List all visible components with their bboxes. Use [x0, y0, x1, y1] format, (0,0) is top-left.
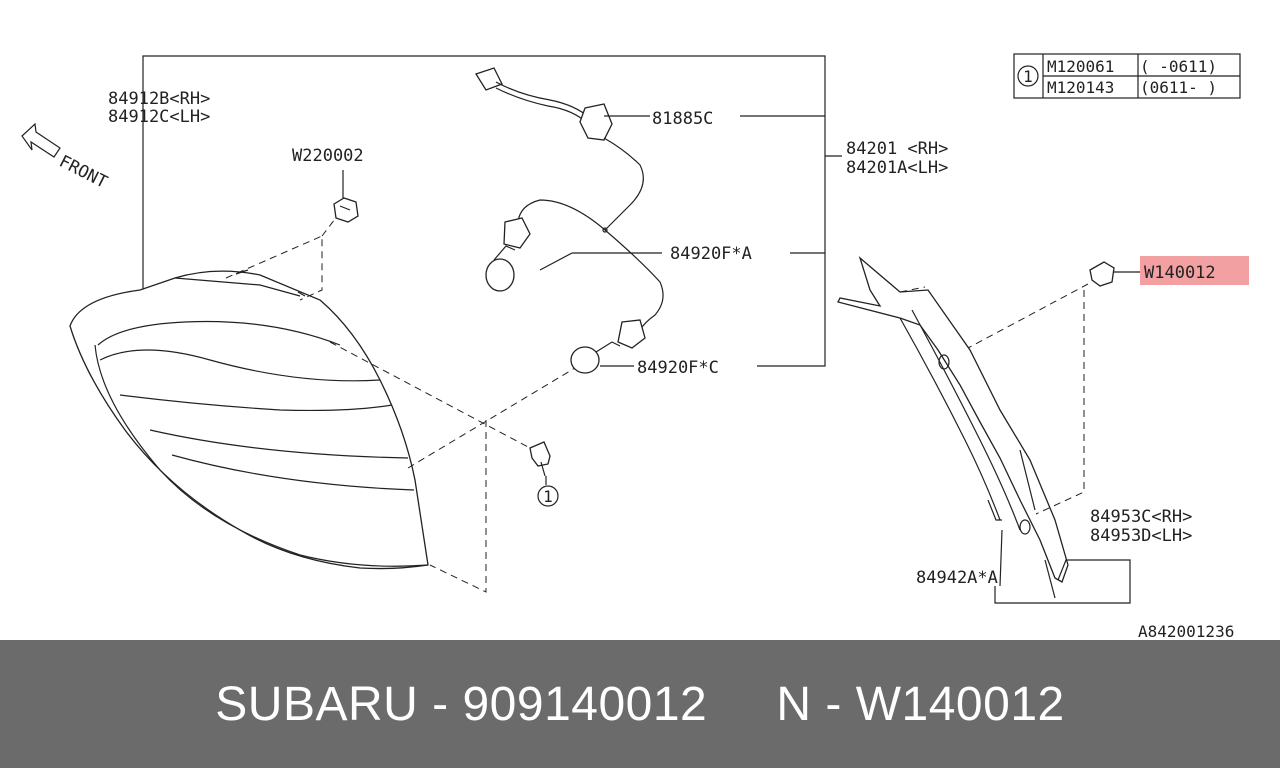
- cover-leaders: [994, 529, 1131, 604]
- label-cover-lh: 84953D<LH>: [1090, 526, 1192, 546]
- label-highlight-part: W140012: [1144, 263, 1216, 283]
- diagram-code: A842001236: [1138, 622, 1234, 640]
- label-cover-rh: 84953C<RH>: [1090, 507, 1192, 527]
- label-clip: W220002: [292, 146, 364, 166]
- label-harness-lh: 84201A<LH>: [846, 158, 948, 178]
- label-socket: 81885C: [652, 109, 713, 129]
- legend-callout: 1: [1023, 67, 1033, 86]
- legend-range-2: (0611- ): [1140, 78, 1217, 97]
- cover-panel[interactable]: [837, 256, 1069, 599]
- tail-lamp-assembly[interactable]: [69, 269, 429, 570]
- highlight-box: [1140, 256, 1249, 285]
- cover-dashed-leaders: [899, 283, 1089, 515]
- bulb-a-leader: [539, 252, 573, 271]
- legend-part-1: M120061: [1047, 57, 1114, 76]
- clip-part[interactable]: [333, 170, 359, 223]
- bolt-part[interactable]: [529, 441, 551, 485]
- front-label: FRONT: [56, 152, 111, 193]
- label-bulb-a: 84920F*A: [670, 244, 752, 264]
- parts-diagram: FRONT 1: [21, 53, 1249, 640]
- svg-text:1: 1: [543, 487, 553, 506]
- label-seal: 84942A*A: [916, 568, 998, 588]
- label-lamp-lh: 84912C<LH>: [108, 107, 210, 127]
- lamp-dashed-leaders: [225, 214, 576, 593]
- label-harness-rh: 84201 <RH>: [846, 139, 948, 159]
- highlighted-bolt-part[interactable]: [1089, 261, 1140, 287]
- label-lamp-rh: 84912B<RH>: [108, 89, 210, 109]
- footer-bar: SUBARU - 909140012 N - W140012: [0, 640, 1280, 768]
- legend-table: 1 M120061 ( -0611) M120143 (0611- ): [1013, 53, 1241, 99]
- legend-part-2: M120143: [1047, 78, 1114, 97]
- bolt-callout: 1: [537, 485, 559, 507]
- legend-range-1: ( -0611): [1140, 57, 1217, 76]
- wiring-harness[interactable]: [475, 67, 664, 374]
- footer-part-number: SUBARU - 909140012 N - W140012: [215, 677, 1065, 731]
- label-bulb-c: 84920F*C: [637, 358, 719, 378]
- assembly-bracket: [142, 55, 842, 367]
- front-arrow-icon: [21, 122, 61, 158]
